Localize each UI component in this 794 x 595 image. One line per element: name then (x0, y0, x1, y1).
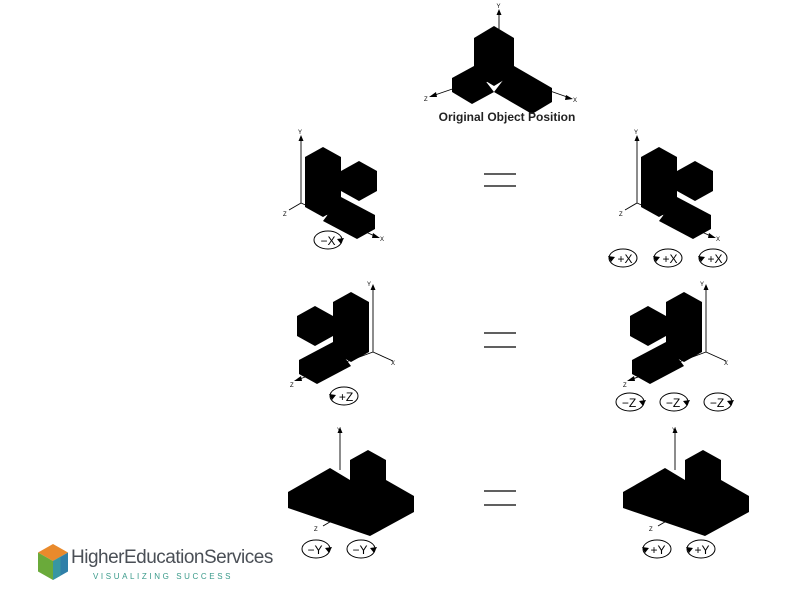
equals-sign-row-1 (484, 173, 516, 187)
svg-text:Y: Y (634, 130, 638, 136)
equals-sign-row-3 (484, 490, 516, 506)
rotation-icon-plus-x-3: +X (698, 248, 728, 268)
cube-logo-icon (38, 544, 68, 580)
svg-text:Z: Z (623, 383, 627, 389)
y-axis-label: Y (497, 4, 501, 10)
svg-text:Z: Z (649, 527, 653, 533)
svg-text:+X: +X (617, 252, 632, 266)
svg-text:−Y: −Y (307, 543, 322, 557)
z-axis-label: Z (424, 97, 428, 103)
svg-text:X: X (724, 361, 728, 367)
equals-sign-row-2 (484, 332, 516, 348)
svg-text:+Y: +Y (650, 543, 665, 557)
svg-text:Y: Y (298, 130, 302, 136)
svg-text:Z: Z (314, 527, 318, 533)
svg-text:−Z: −Z (710, 396, 724, 410)
figure-caption: Original Object Position (439, 110, 576, 124)
x-axis-label: X (573, 98, 577, 104)
svg-text:Y: Y (700, 282, 704, 288)
rotation-icon-plus-z: +Z (329, 386, 359, 406)
row-3-left-figure: Y X Z (288, 427, 414, 536)
svg-text:+X: +X (707, 252, 722, 266)
rotation-icon-minus-y-2: −Y (346, 539, 377, 559)
svg-text:−Z: −Z (666, 396, 680, 410)
svg-text:Z: Z (283, 212, 287, 218)
svg-text:Y: Y (672, 428, 676, 434)
rotation-icon-minus-z-2: −Z (659, 392, 690, 412)
rotation-icon-minus-x: −X (313, 230, 344, 250)
svg-text:X: X (391, 361, 395, 367)
svg-text:Z: Z (619, 212, 623, 218)
row-2-left-figure: Y X Z (290, 282, 395, 389)
svg-text:X: X (380, 237, 384, 243)
svg-text:−Z: −Z (622, 396, 636, 410)
rotation-icon-minus-z-3: −Z (703, 392, 734, 412)
logo-name: HigherEducationServices (71, 547, 273, 568)
rotation-icon-plus-x-2: +X (653, 248, 683, 268)
svg-text:Y: Y (337, 428, 341, 434)
svg-text:+Y: +Y (694, 543, 709, 557)
rotation-icon-plus-x-1: +X (608, 248, 638, 268)
original-object-figure: Y X Z Original Object Position (424, 4, 577, 124)
rotation-icon-minus-y-1: −Y (301, 539, 332, 559)
row-3-right-figure: Y X Z (623, 427, 749, 536)
row-2-right-figure: Y X Z (623, 282, 728, 389)
svg-text:X: X (716, 237, 720, 243)
logo-tagline: VISUALIZING SUCCESS (93, 572, 234, 581)
svg-text:−Y: −Y (352, 543, 367, 557)
svg-text:+X: +X (662, 252, 677, 266)
row-1-left-figure: Y X Z (283, 130, 384, 243)
svg-text:Z: Z (290, 383, 294, 389)
svg-text:−X: −X (320, 234, 335, 248)
svg-text:+Z: +Z (339, 390, 353, 404)
row-1-right-figure: Y X Z (619, 130, 720, 243)
rotation-icon-plus-y-2: +Y (686, 539, 716, 559)
rotation-icon-minus-z-1: −Z (615, 392, 646, 412)
rotation-icon-plus-y-1: +Y (642, 539, 672, 559)
svg-text:Y: Y (367, 282, 371, 288)
company-logo: HigherEducationServices VISUALIZING SUCC… (36, 543, 273, 585)
